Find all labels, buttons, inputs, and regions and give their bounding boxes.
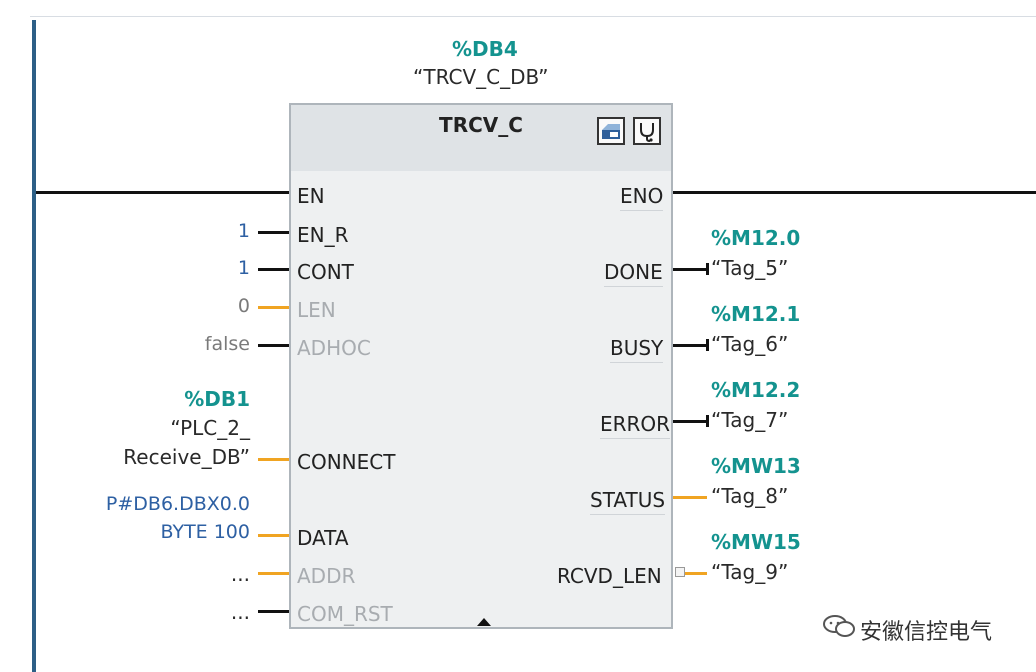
busy-address[interactable]: %M12.1 xyxy=(711,302,801,326)
pin-com-rst: COM_RST xyxy=(297,602,393,626)
pin-addr: ADDR xyxy=(297,564,356,588)
pin-connect: CONNECT xyxy=(297,450,396,474)
value-adhoc[interactable]: false xyxy=(204,333,250,355)
power-rail xyxy=(32,20,36,672)
pin-len: LEN xyxy=(297,298,336,322)
wire-done-end xyxy=(706,263,709,275)
pin-rcvd-len: RCVD_LEN xyxy=(557,564,662,588)
error-address[interactable]: %M12.2 xyxy=(711,378,801,402)
data-pointer-line2[interactable]: BYTE 100 xyxy=(160,521,250,543)
block-title: TRCV_C xyxy=(439,113,523,137)
wire-busy xyxy=(673,344,707,347)
pin-busy: BUSY xyxy=(610,336,664,363)
wire-error xyxy=(673,420,707,423)
pin-adhoc: ADHOC xyxy=(297,336,371,360)
done-tag[interactable]: “Tag_5” xyxy=(711,256,789,280)
editor-top-border xyxy=(30,16,1036,17)
pin-error: ERROR xyxy=(600,412,671,439)
value-en-r[interactable]: 1 xyxy=(237,220,250,242)
wire-status xyxy=(673,496,707,499)
pin-eno: ENO xyxy=(620,184,664,211)
status-address[interactable]: %MW13 xyxy=(711,454,801,478)
pin-done: DONE xyxy=(604,260,663,287)
value-addr[interactable]: ... xyxy=(230,562,250,586)
wire-addr xyxy=(258,572,289,575)
data-pointer-line1[interactable]: P#DB6.DBX0.0 xyxy=(105,493,250,515)
status-tag[interactable]: “Tag_8” xyxy=(711,484,789,508)
wire-connect xyxy=(258,458,289,461)
value-len[interactable]: 0 xyxy=(237,295,250,317)
pin-en-r: EN_R xyxy=(297,223,349,247)
pin-cont: CONT xyxy=(297,260,354,284)
eno-power-wire xyxy=(673,191,1036,194)
wire-en-r xyxy=(258,231,289,234)
diagnostics-icon[interactable] xyxy=(633,117,661,145)
block-header: TRCV_C xyxy=(291,105,671,171)
watermark-text: 安徽信控电气 xyxy=(860,620,993,645)
done-address[interactable]: %M12.0 xyxy=(711,226,801,250)
rcvd-len-address[interactable]: %MW15 xyxy=(711,530,801,554)
rcvd-len-tag[interactable]: “Tag_9” xyxy=(711,560,789,584)
wire-data xyxy=(258,534,289,537)
connect-address[interactable]: %DB1 xyxy=(184,387,250,411)
instance-db-address[interactable]: %DB4 xyxy=(452,37,518,61)
pin-data: DATA xyxy=(297,526,349,550)
wire-len xyxy=(258,306,289,309)
instance-db-name[interactable]: “TRCV_C_DB” xyxy=(413,65,549,89)
wire-error-end xyxy=(706,415,709,427)
wire-cont xyxy=(258,268,289,271)
en-power-wire xyxy=(36,191,289,194)
connect-tag-line2[interactable]: Receive_DB” xyxy=(123,445,250,469)
wire-done xyxy=(673,268,707,271)
collapse-pins-icon[interactable] xyxy=(477,618,491,626)
wire-busy-end xyxy=(706,339,709,351)
wechat-icon xyxy=(822,614,856,638)
error-tag[interactable]: “Tag_7” xyxy=(711,408,789,432)
rcvd-len-connector xyxy=(675,567,685,577)
pin-status: STATUS xyxy=(590,488,666,515)
pin-en: EN xyxy=(297,184,325,208)
wire-com-rst xyxy=(258,610,289,613)
value-cont[interactable]: 1 xyxy=(237,257,250,279)
connect-tag-line1[interactable]: “PLC_2_ xyxy=(170,416,250,440)
value-com-rst[interactable]: ... xyxy=(230,600,250,624)
trcv-c-block[interactable]: TRCV_C xyxy=(289,103,673,629)
busy-tag[interactable]: “Tag_6” xyxy=(711,332,789,356)
wire-adhoc xyxy=(258,344,289,347)
wire-rcvd-len xyxy=(685,572,707,575)
block-db-icon[interactable] xyxy=(597,117,625,145)
